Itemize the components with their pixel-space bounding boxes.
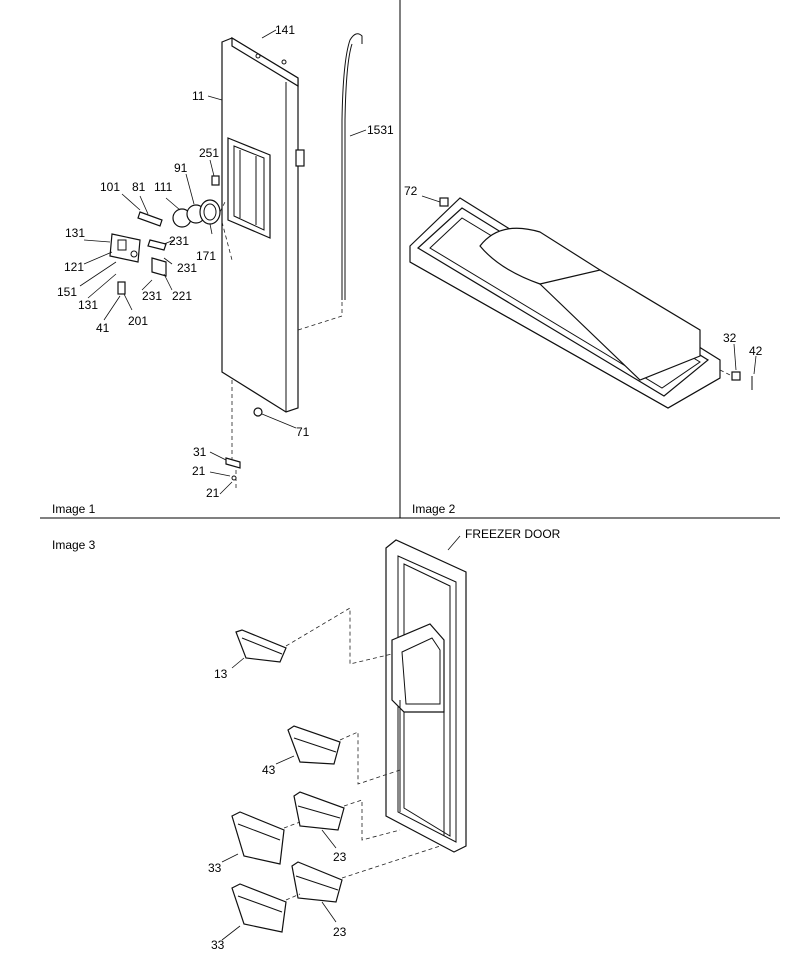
callout-221: 221 [172,289,193,303]
callout-11: 11 [192,89,205,103]
part-72 [439,197,449,207]
callout-231-c: 231 [142,289,163,303]
callout-freezer-door: FREEZER DOOR [465,527,561,541]
door-holes-141 [255,53,287,65]
callout-23-top: 23 [333,850,347,864]
part-231 [147,239,167,251]
callout-251: 251 [199,146,220,160]
door-panel-11 [221,36,305,413]
part-201 [117,281,126,295]
callout-131-bottom: 131 [78,298,99,312]
callout-91: 91 [174,161,188,175]
callout-42: 42 [749,344,763,358]
callout-21-bottom: 21 [206,486,220,500]
door-bin-33a [231,811,285,865]
callout-33-top: 33 [208,861,222,875]
callout-71: 71 [296,425,310,439]
callout-111: 111 [154,180,173,194]
callout-141: 141 [275,23,296,37]
panel-label-image3: Image 3 [52,538,96,552]
callout-231-b: 231 [177,261,198,275]
door-bin-23a [293,791,345,831]
hinge-31 [225,457,241,469]
callout-21-top: 21 [192,464,206,478]
part-121 [109,233,141,263]
panel-label-image1: Image 1 [52,502,96,516]
screw-21 [231,475,237,481]
callout-121: 121 [64,260,85,274]
hinge-parts [225,407,263,481]
callout-201: 201 [128,314,149,328]
freezer-door [385,539,467,853]
callout-171: 171 [196,249,217,263]
callout-151: 151 [57,285,78,299]
part-81 [137,211,163,227]
callout-81: 81 [132,180,146,194]
part-221 [151,257,167,277]
door-bin-13 [235,629,287,663]
part-251 [211,175,220,186]
part-32-42 [731,371,753,390]
callout-43: 43 [262,763,276,777]
callout-32: 32 [723,331,737,345]
dispenser-components [109,175,221,295]
door-bin-23b [291,861,343,903]
dispenser-housing [409,197,721,409]
callout-13: 13 [214,667,228,681]
callout-41: 41 [96,321,110,335]
callout-72: 72 [404,184,418,198]
panel-label-image2: Image 2 [412,502,456,516]
wire-harness-1531 [341,33,363,300]
callout-33-bottom: 33 [211,938,225,952]
callout-1531: 1531 [367,123,394,137]
callout-31: 31 [193,445,207,459]
part-71 [253,407,263,417]
callout-231-a: 231 [169,234,190,248]
door-bin-33b [231,883,287,933]
callout-101: 101 [100,180,121,194]
door-bin-43 [287,725,341,765]
callout-23-bottom: 23 [333,925,347,939]
callout-131-top: 131 [65,226,86,240]
